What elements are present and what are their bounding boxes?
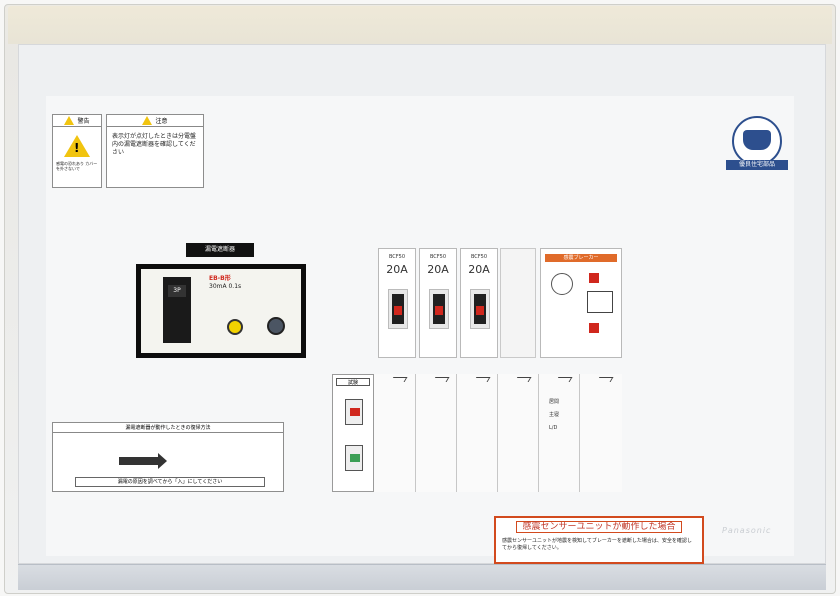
warning-label-caution: 注意 表示灯が点灯したときは分電盤内の漏電遮断器を確認してください [106, 114, 204, 188]
branch-breaker: BCF50 20A [378, 248, 416, 358]
test-switch-unit: 試験 [332, 374, 374, 492]
warning-label-2-header: 注意 [155, 118, 168, 125]
test-switch-green[interactable] [345, 445, 363, 471]
caution-icon [142, 116, 153, 125]
reset-indicator[interactable] [589, 323, 599, 333]
notice-body: 感震センサーユニットが地震を検知してブレーカーを遮断した場合は、安全を確認してか… [502, 538, 692, 551]
main-breaker-handle[interactable]: 3P [163, 277, 191, 343]
main-breaker: 3P EB-B形 30mA 0.1s [136, 264, 306, 358]
warning-label-danger: 警告 感電の恐れあり カバーを外さないで [52, 114, 102, 188]
electric-hazard-icon [64, 135, 90, 157]
empty-breaker-slot [500, 248, 536, 358]
circuit-slot [580, 374, 622, 492]
branch-breaker-handle[interactable] [433, 294, 445, 324]
warning-icon [64, 116, 75, 125]
reset-button[interactable] [267, 317, 285, 335]
branch-breaker: BCF50 20A [419, 248, 457, 358]
branch-breaker: BCF50 20A [460, 248, 498, 358]
branch-breaker-handle[interactable] [392, 294, 404, 324]
seismic-unit-display [587, 291, 613, 313]
trip-indicator [435, 306, 443, 315]
panel-bottom-edge [18, 564, 826, 590]
warning-label-1-body: 感電の恐れあり カバーを外さないで [56, 161, 98, 171]
seal-band-text: 優良住宅部品 [726, 160, 788, 170]
seismic-notice-label: 感震センサーユニットが動作した場合 感震センサーユニットが地震を検知してブレーカ… [494, 516, 704, 564]
trip-indicator [476, 306, 484, 315]
warning-label-2-body: 表示灯が点灯したときは分電盤内の漏電遮断器を確認してください [112, 133, 197, 156]
seismic-unit-label: 感震ブレーカー [563, 255, 599, 261]
seal-emblem-icon [743, 130, 771, 150]
notice-title: 感震センサーユニットが動作した場合 [516, 521, 682, 533]
main-breaker-spec: 30mA 0.1s [209, 283, 242, 290]
circuit-slot [498, 374, 539, 492]
branch-breaker-rating: 20A [427, 263, 449, 276]
instruction-footer: 漏電の原因を調べてから「入」にしてください [75, 477, 265, 487]
warning-label-1-header: 警告 [77, 118, 90, 125]
circuit-slot [457, 374, 498, 492]
test-button[interactable] [227, 319, 243, 335]
branch-breaker-rating: 20A [468, 263, 490, 276]
branch-breaker-model: BCF50 [470, 254, 488, 260]
reset-instruction-label: 漏電遮断器が動作したときの復帰方法 漏電の原因を調べてから「入」にしてください [52, 422, 284, 492]
certification-seal: 優良住宅部品 [724, 116, 790, 170]
main-breaker-tag: 漏電遮断器 [186, 243, 254, 257]
circuit-slot [374, 374, 416, 492]
panel-top-lip [8, 6, 832, 44]
trip-indicator [394, 306, 402, 315]
branch-breaker-rating: 20A [386, 263, 408, 276]
main-handle-label: 3P [168, 285, 186, 297]
test-unit-label: 試験 [336, 378, 370, 386]
circuit-label: 主寝 [549, 412, 560, 418]
circuit-slot [416, 374, 457, 492]
seismic-unit-header [545, 254, 617, 262]
seismic-sensor-unit: 感震ブレーカー [540, 248, 622, 358]
fan-icon [551, 273, 573, 295]
test-switch-red[interactable] [345, 399, 363, 425]
circuit-slot-labeled: 居間 主寝 L/D [539, 374, 580, 492]
branch-breaker-model: BCF50 [429, 254, 447, 260]
branch-breaker-handle[interactable] [474, 294, 486, 324]
circuit-label: L/D [549, 425, 558, 431]
arrow-right-icon [119, 453, 167, 469]
alarm-indicator [589, 273, 599, 283]
main-breaker-model: EB-B形 [209, 275, 231, 282]
instruction-title: 漏電遮断器が動作したときの復帰方法 [53, 423, 283, 433]
brand-logo: Panasonic [722, 526, 772, 535]
circuit-label: 居間 [549, 399, 560, 405]
branch-breaker-model: BCF50 [388, 254, 406, 260]
